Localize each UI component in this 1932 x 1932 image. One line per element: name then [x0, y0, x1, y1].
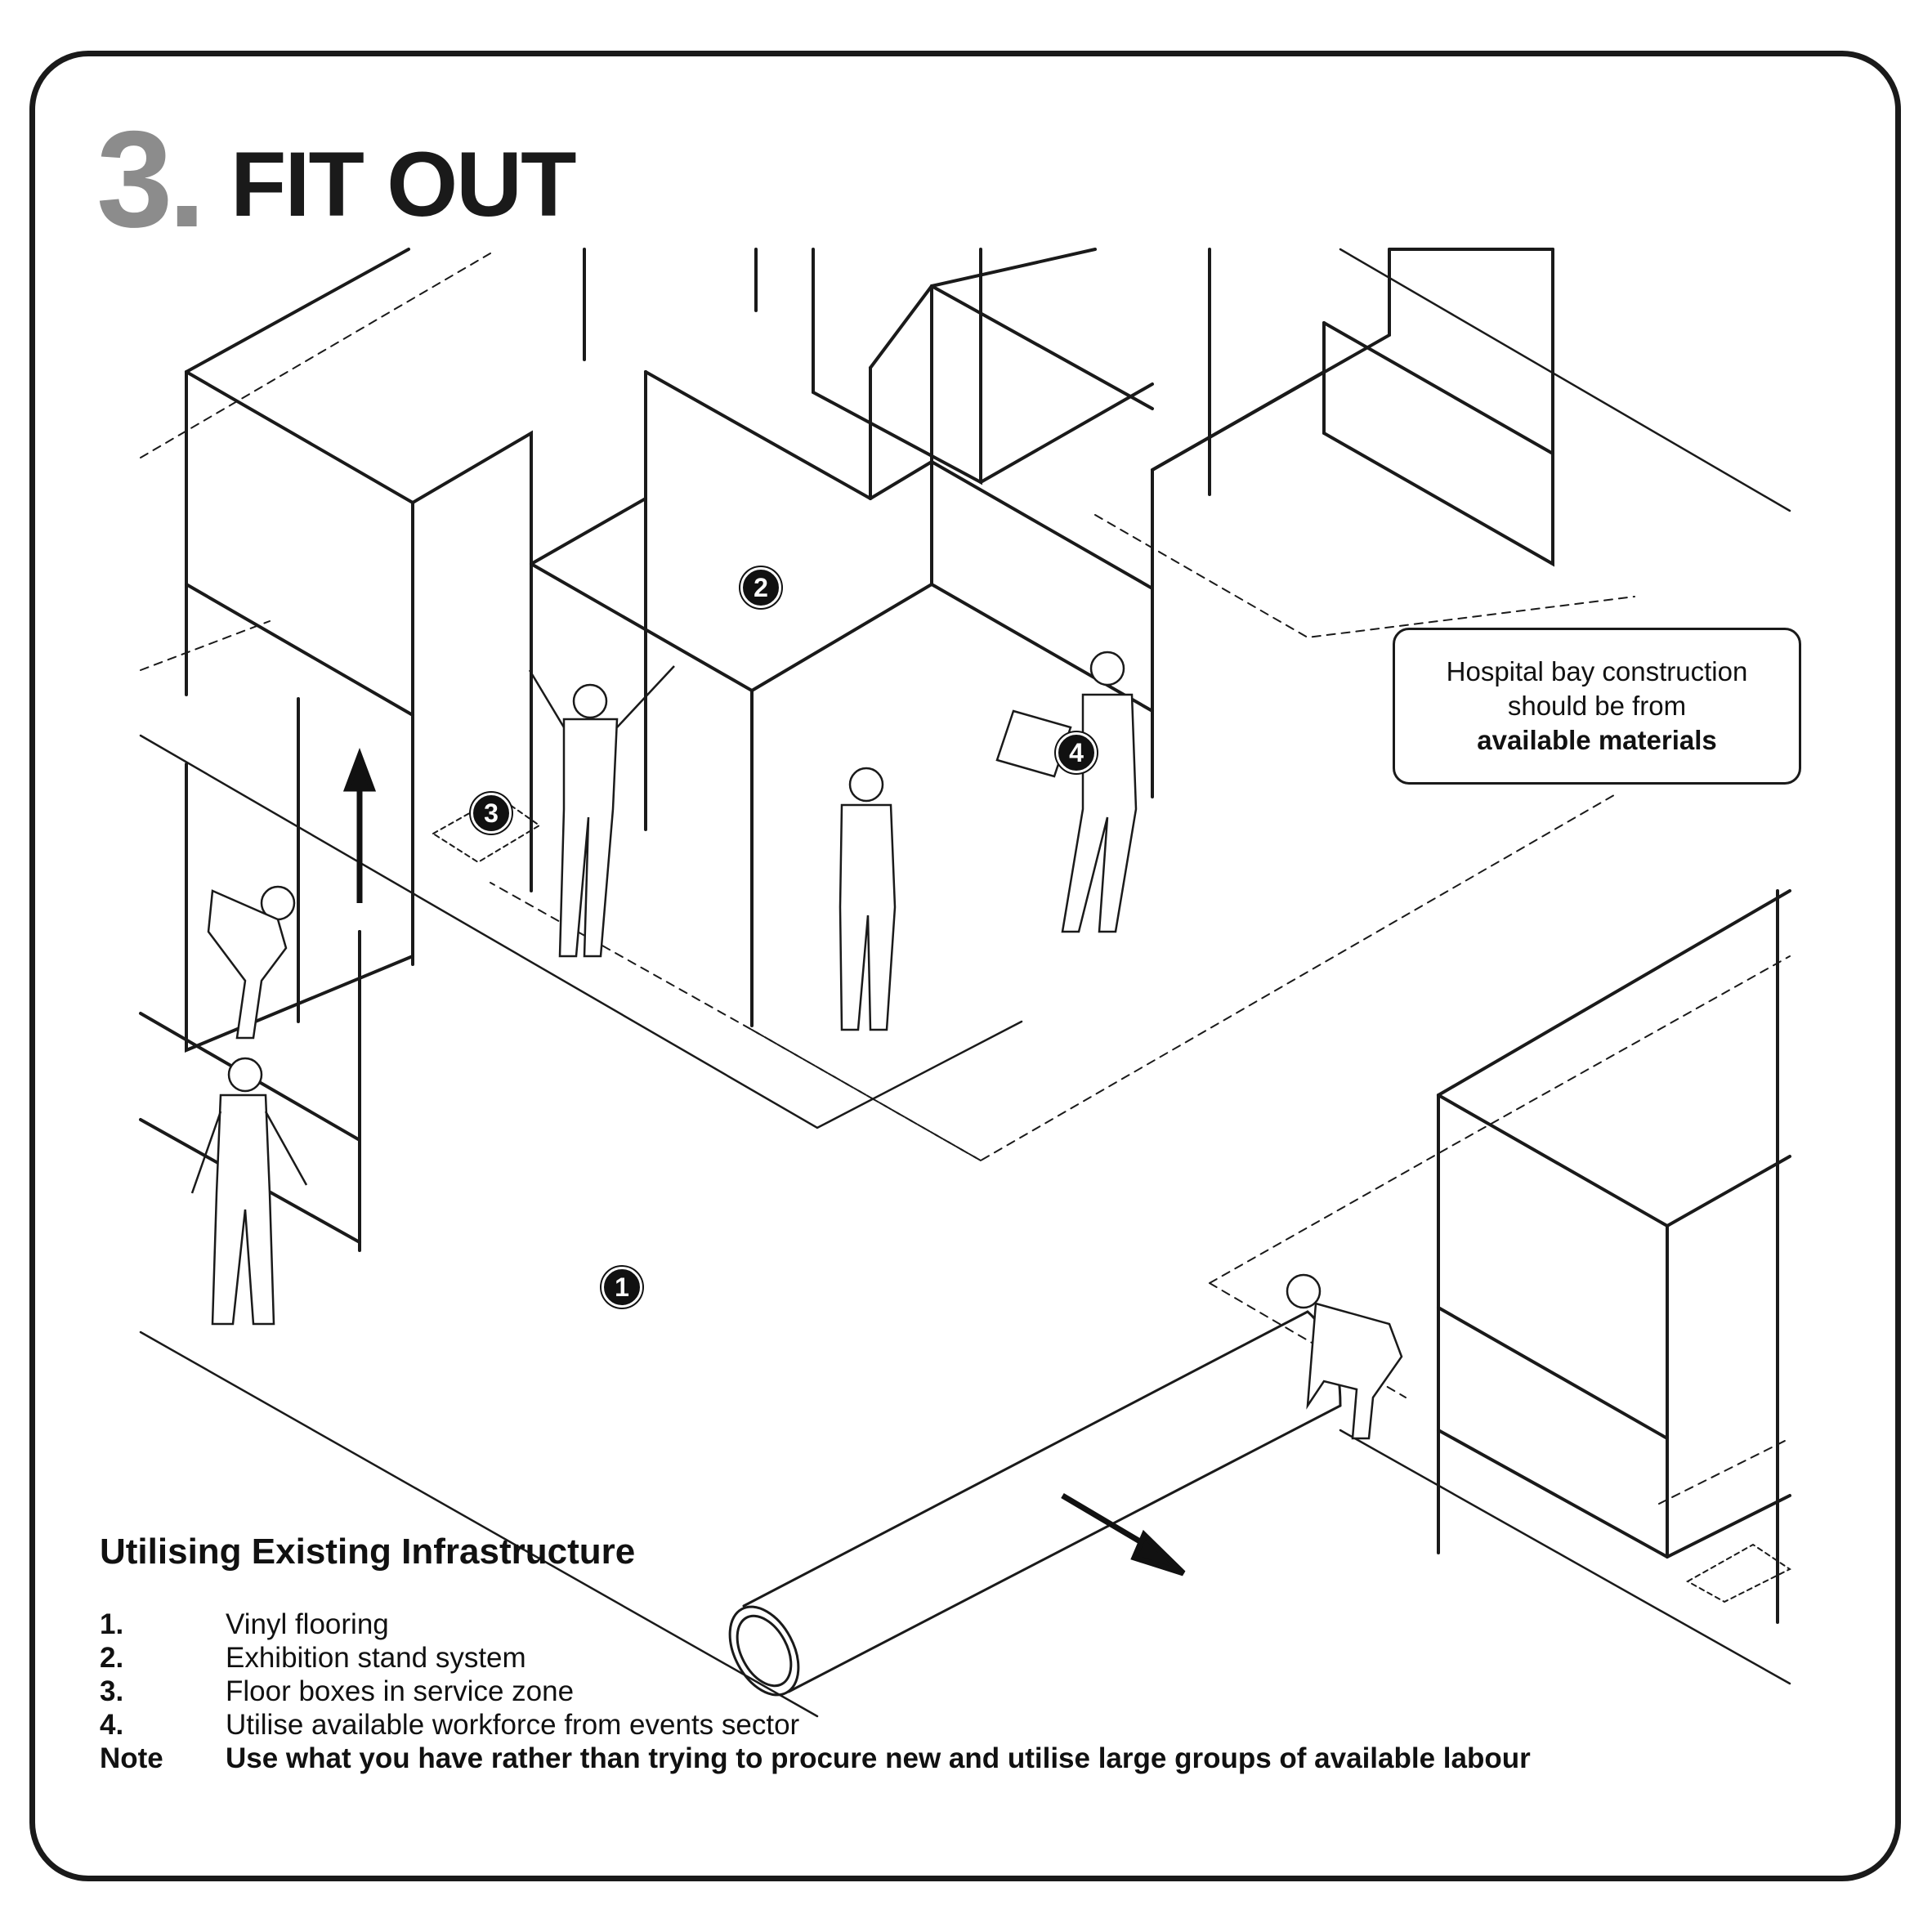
worker-figure — [995, 651, 1138, 933]
legend-item-text: Vinyl flooring — [226, 1608, 389, 1640]
worker-figure — [839, 767, 897, 1031]
exhibition-stand-frames — [139, 248, 1554, 1252]
legend-item-text: Floor boxes in service zone — [226, 1675, 575, 1707]
note-line-1: Hospital bay construction — [1446, 656, 1748, 686]
workers — [190, 651, 1403, 1440]
legend-item: 3. Floor boxes in service zone — [100, 1675, 574, 1709]
legend-note-text: Use what you have rather than trying to … — [226, 1742, 1531, 1774]
outer-frame — [29, 51, 1901, 1881]
legend-item-text: Exhibition stand system — [226, 1642, 526, 1674]
callout-1: 1 — [602, 1267, 642, 1308]
note-line-3: available materials — [1477, 725, 1717, 755]
worker-figure — [1286, 1273, 1403, 1440]
legend-item: 1. Vinyl flooring — [100, 1608, 389, 1642]
legend-item-text: Utilise available workforce from events … — [226, 1709, 800, 1741]
worker-figure — [528, 665, 675, 958]
legend-title: Utilising Existing Infrastructure — [100, 1532, 636, 1572]
arrow-up — [342, 748, 377, 903]
callout-3: 3 — [471, 793, 512, 834]
legend-item-number: 3. — [100, 1675, 124, 1707]
floor-edges — [139, 248, 1791, 1718]
legend-note: Note Use what you have rather than trying… — [100, 1742, 1531, 1776]
legend-note-label: Note — [100, 1742, 163, 1774]
worker-figure — [190, 1057, 308, 1326]
page-title: FIT OUT — [230, 133, 576, 235]
legend-item: 4. Utilise available workforce from event… — [100, 1708, 799, 1742]
worker-figure — [207, 885, 296, 1040]
legend-item-number: 4. — [100, 1709, 124, 1741]
legend-item-number: 2. — [100, 1642, 124, 1674]
right-stand-frames — [1437, 889, 1791, 1624]
callout-4: 4 — [1056, 732, 1097, 773]
note-line-2: should be from — [1507, 691, 1687, 721]
legend-item: 2. Exhibition stand system — [100, 1641, 526, 1675]
note-callout-box: Hospital bay construction should be from… — [1393, 628, 1801, 785]
section-number: 3. — [96, 102, 206, 256]
arrow-down-right — [1061, 1492, 1186, 1576]
callout-2: 2 — [740, 567, 781, 608]
vinyl-roll — [728, 1310, 1342, 1697]
legend-item-number: 1. — [100, 1608, 124, 1640]
